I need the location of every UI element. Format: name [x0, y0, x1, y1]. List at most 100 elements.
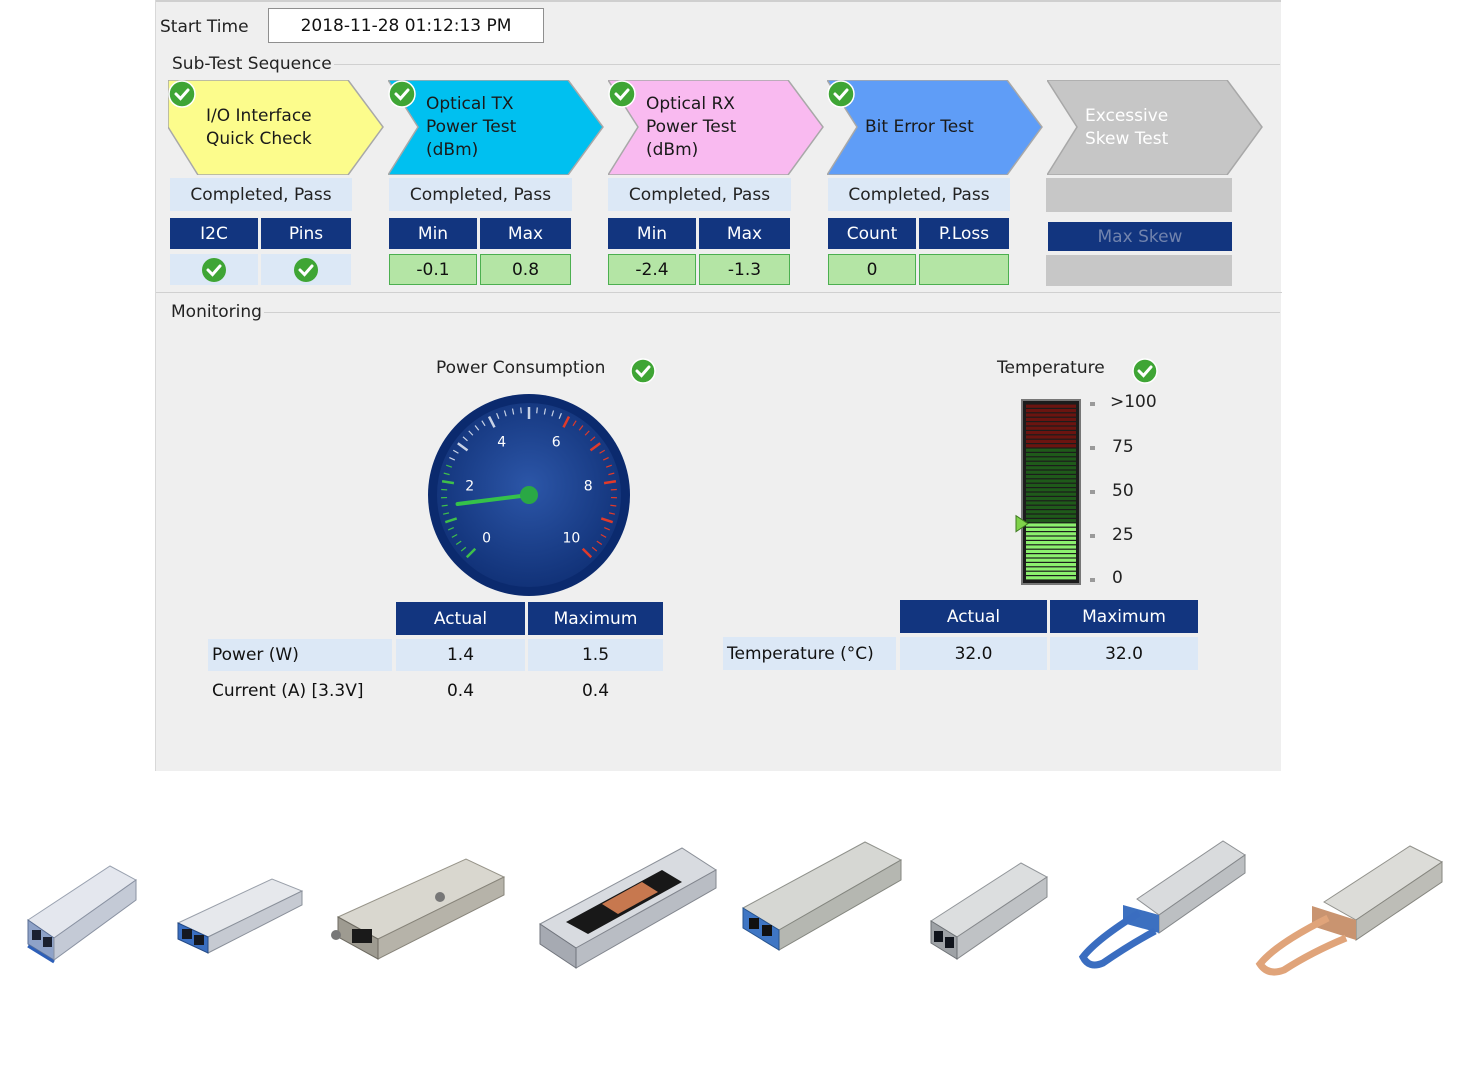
gauge-tick [511, 408, 515, 415]
thermo-segment [1026, 417, 1076, 421]
stage-chevron [1047, 80, 1263, 175]
thermo-segment [1026, 461, 1076, 465]
sfp-plus-module [930, 862, 1048, 960]
stage-status: Completed, Pass [389, 178, 572, 211]
scale-tick [1090, 446, 1095, 450]
table-row-bg [396, 639, 525, 671]
gauge-tick [457, 442, 469, 452]
cfp2-module [539, 847, 717, 969]
stage-chevron [608, 80, 824, 175]
stage-bit-error[interactable]: Bit Error Test [827, 80, 1045, 175]
gauge-tick [591, 546, 598, 552]
row-label: Power (W) [212, 645, 299, 665]
thermo-segment [1026, 541, 1076, 545]
gauge-tick [468, 430, 474, 436]
thermo-segment [1026, 431, 1076, 435]
thermo-segment [1026, 505, 1076, 509]
thermo-segment [1026, 457, 1076, 461]
gauge-tick [520, 407, 522, 414]
gauge-tick [536, 407, 538, 414]
thermo-segment [1026, 426, 1076, 430]
column-header: Min [608, 218, 696, 249]
result-cell: 0.8 [480, 254, 571, 285]
test-panel: Start Time 2018-11-28 01:12:13 PM Sub-Te… [155, 0, 1282, 771]
scale-tick [1090, 402, 1095, 406]
gauge-tick [462, 436, 468, 442]
gauge-tick [558, 412, 562, 419]
column-header: Max Skew [1048, 222, 1232, 251]
check-circle-icon [294, 257, 318, 282]
table-row-bg [1050, 637, 1198, 670]
column-header: Pins [261, 218, 351, 249]
section-divider [156, 292, 1282, 293]
column-header: Min [389, 218, 477, 249]
column-header: I2C [170, 218, 258, 249]
temperature-pointer [1015, 514, 1029, 533]
gauge-tick-label: 10 [563, 530, 581, 546]
table-cell: 1.5 [581, 645, 610, 665]
gauge-tick [451, 533, 458, 538]
gauge-tick [604, 527, 611, 531]
result-cell [1046, 255, 1232, 286]
gauge-tick [496, 412, 500, 419]
thermo-segment [1026, 488, 1076, 492]
thermo-segment [1026, 409, 1076, 413]
table-cell: 32.0 [954, 643, 993, 664]
thermo-segment [1026, 545, 1076, 549]
check-circle-icon [630, 358, 656, 384]
gauge-tick [600, 533, 607, 538]
gauge-tick [449, 456, 456, 461]
scale-label: 0 [1112, 568, 1123, 588]
gauge-tick [581, 547, 593, 559]
table-row-bg [723, 637, 896, 670]
thermo-segment [1026, 448, 1076, 452]
thermo-segment [1026, 470, 1076, 474]
gauge-tick [608, 512, 616, 515]
table-row-bg [900, 637, 1047, 670]
result-cell: 0 [828, 254, 916, 285]
scale-label: 25 [1112, 525, 1134, 545]
column-header: Actual [900, 600, 1047, 633]
start-time-field[interactable]: 2018-11-28 01:12:13 PM [268, 8, 544, 43]
column-header: Actual [396, 602, 525, 635]
table-row-bg [208, 639, 392, 671]
gauge-tick [596, 540, 603, 545]
row-label: Temperature (°C) [727, 643, 874, 664]
thermo-segment [1026, 549, 1076, 553]
cfp-module [331, 858, 506, 960]
sequence-group-title: Sub-Test Sequence [172, 54, 332, 74]
thermo-segment [1026, 483, 1076, 487]
thermo-segment [1026, 492, 1076, 496]
column-header: Max [480, 218, 571, 249]
monitoring-group-border [264, 312, 1280, 313]
gauge-tick-label: 6 [552, 435, 561, 451]
temperature-bar-gauge [1015, 399, 1095, 585]
gauge-tick [610, 504, 617, 507]
thermo-segment [1026, 576, 1076, 580]
gauge-hub [520, 486, 538, 504]
result-cell [261, 254, 351, 285]
thermo-segment [1026, 404, 1076, 408]
scale-label: 75 [1112, 437, 1134, 457]
thermo-segment [1026, 413, 1076, 417]
sequence-group-border [334, 64, 1280, 65]
gauge-tick [455, 540, 462, 545]
table-cell: 0.4 [581, 681, 610, 701]
gauge-tick [603, 479, 617, 485]
gauge-tick [578, 425, 584, 431]
gauge-tick [444, 517, 458, 524]
thermo-segment [1026, 435, 1076, 439]
stage-status: Completed, Pass [608, 178, 791, 211]
xfp-module [176, 878, 304, 954]
column-header: Max [699, 218, 790, 249]
gauge-tick [590, 436, 596, 442]
stage-label: Bit Error Test [865, 117, 974, 137]
thermo-segment [1026, 475, 1076, 479]
